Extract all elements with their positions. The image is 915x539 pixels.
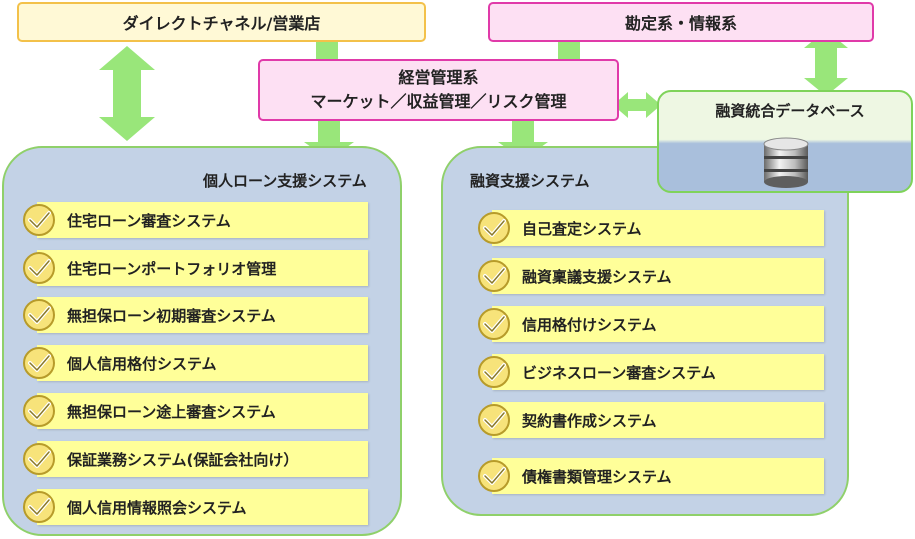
personal-item-label: 住宅ローンポートフォリオ管理: [67, 259, 277, 278]
personal-loan-title: 個人ローン支援システム: [203, 172, 367, 190]
personal-item-6[interactable]: 保証業務システム(保証会社向け）: [23, 441, 368, 477]
check-icon: [23, 252, 55, 284]
personal-item-5[interactable]: 無担保ローン途上審査システム: [23, 393, 368, 429]
check-icon: [23, 491, 55, 523]
management-subtitle: マーケット／収益管理／リスク管理: [310, 92, 567, 111]
personal-item-2[interactable]: 住宅ローンポートフォリオ管理: [23, 250, 368, 286]
finance-item-3[interactable]: 信用格付けシステム: [478, 306, 824, 342]
personal-item-label: 無担保ローン初期審査システム: [67, 306, 276, 325]
personal-item-4[interactable]: 個人信用格付システム: [23, 345, 368, 381]
check-icon: [23, 204, 55, 236]
direct-channel-label: ダイレクトチャネル/営業店: [122, 14, 321, 33]
finance-item-label: ビジネスローン審査システム: [522, 363, 716, 382]
personal-item-label: 無担保ローン途上審査システム: [67, 402, 276, 421]
personal-item-label: 個人信用格付システム: [67, 354, 217, 373]
finance-item-label: 融資稟議支援システム: [522, 267, 672, 286]
arrow-direct-personal: [99, 46, 155, 141]
database-icon: [763, 137, 809, 188]
finance-item-6[interactable]: 債権書類管理システム: [478, 458, 824, 494]
arrow-accounting-database: [804, 30, 848, 96]
accounting-info-box: 勘定系・情報系: [488, 2, 874, 42]
finance-item-1[interactable]: 自己査定システム: [478, 210, 824, 246]
finance-item-4[interactable]: ビジネスローン審査システム: [478, 354, 824, 390]
personal-item-label: 個人信用情報照会システム: [67, 498, 247, 517]
personal-item-label: 住宅ローン審査システム: [67, 211, 231, 230]
accounting-info-label: 勘定系・情報系: [624, 14, 737, 33]
finance-item-label: 信用格付けシステム: [522, 315, 657, 334]
database-title: 融資統合データベース: [715, 102, 865, 120]
check-icon: [23, 443, 55, 475]
check-icon: [478, 212, 510, 244]
direct-channel-box: ダイレクトチャネル/営業店: [17, 2, 426, 42]
finance-support-title: 融資支援システム: [470, 172, 590, 190]
check-icon: [478, 308, 510, 340]
finance-item-5[interactable]: 契約書作成システム: [478, 402, 824, 438]
finance-item-2[interactable]: 融資稟議支援システム: [478, 258, 824, 294]
personal-item-7[interactable]: 個人信用情報照会システム: [23, 489, 368, 525]
management-system-box: 経営管理系 マーケット／収益管理／リスク管理: [258, 59, 619, 121]
personal-item-1[interactable]: 住宅ローン審査システム: [23, 202, 368, 238]
personal-item-label: 保証業務システム(保証会社向け）: [67, 450, 299, 469]
finance-item-label: 契約書作成システム: [522, 411, 657, 430]
check-icon: [478, 460, 510, 492]
check-icon: [23, 299, 55, 331]
check-icon: [23, 347, 55, 379]
finance-item-label: 債権書類管理システム: [522, 467, 672, 486]
finance-item-label: 自己査定システム: [522, 219, 642, 238]
check-icon: [478, 404, 510, 436]
management-title: 経営管理系: [398, 68, 479, 87]
check-icon: [478, 356, 510, 388]
personal-item-3[interactable]: 無担保ローン初期審査システム: [23, 297, 368, 333]
check-icon: [23, 395, 55, 427]
check-icon: [478, 260, 510, 292]
arrow-management-database: [613, 92, 661, 118]
